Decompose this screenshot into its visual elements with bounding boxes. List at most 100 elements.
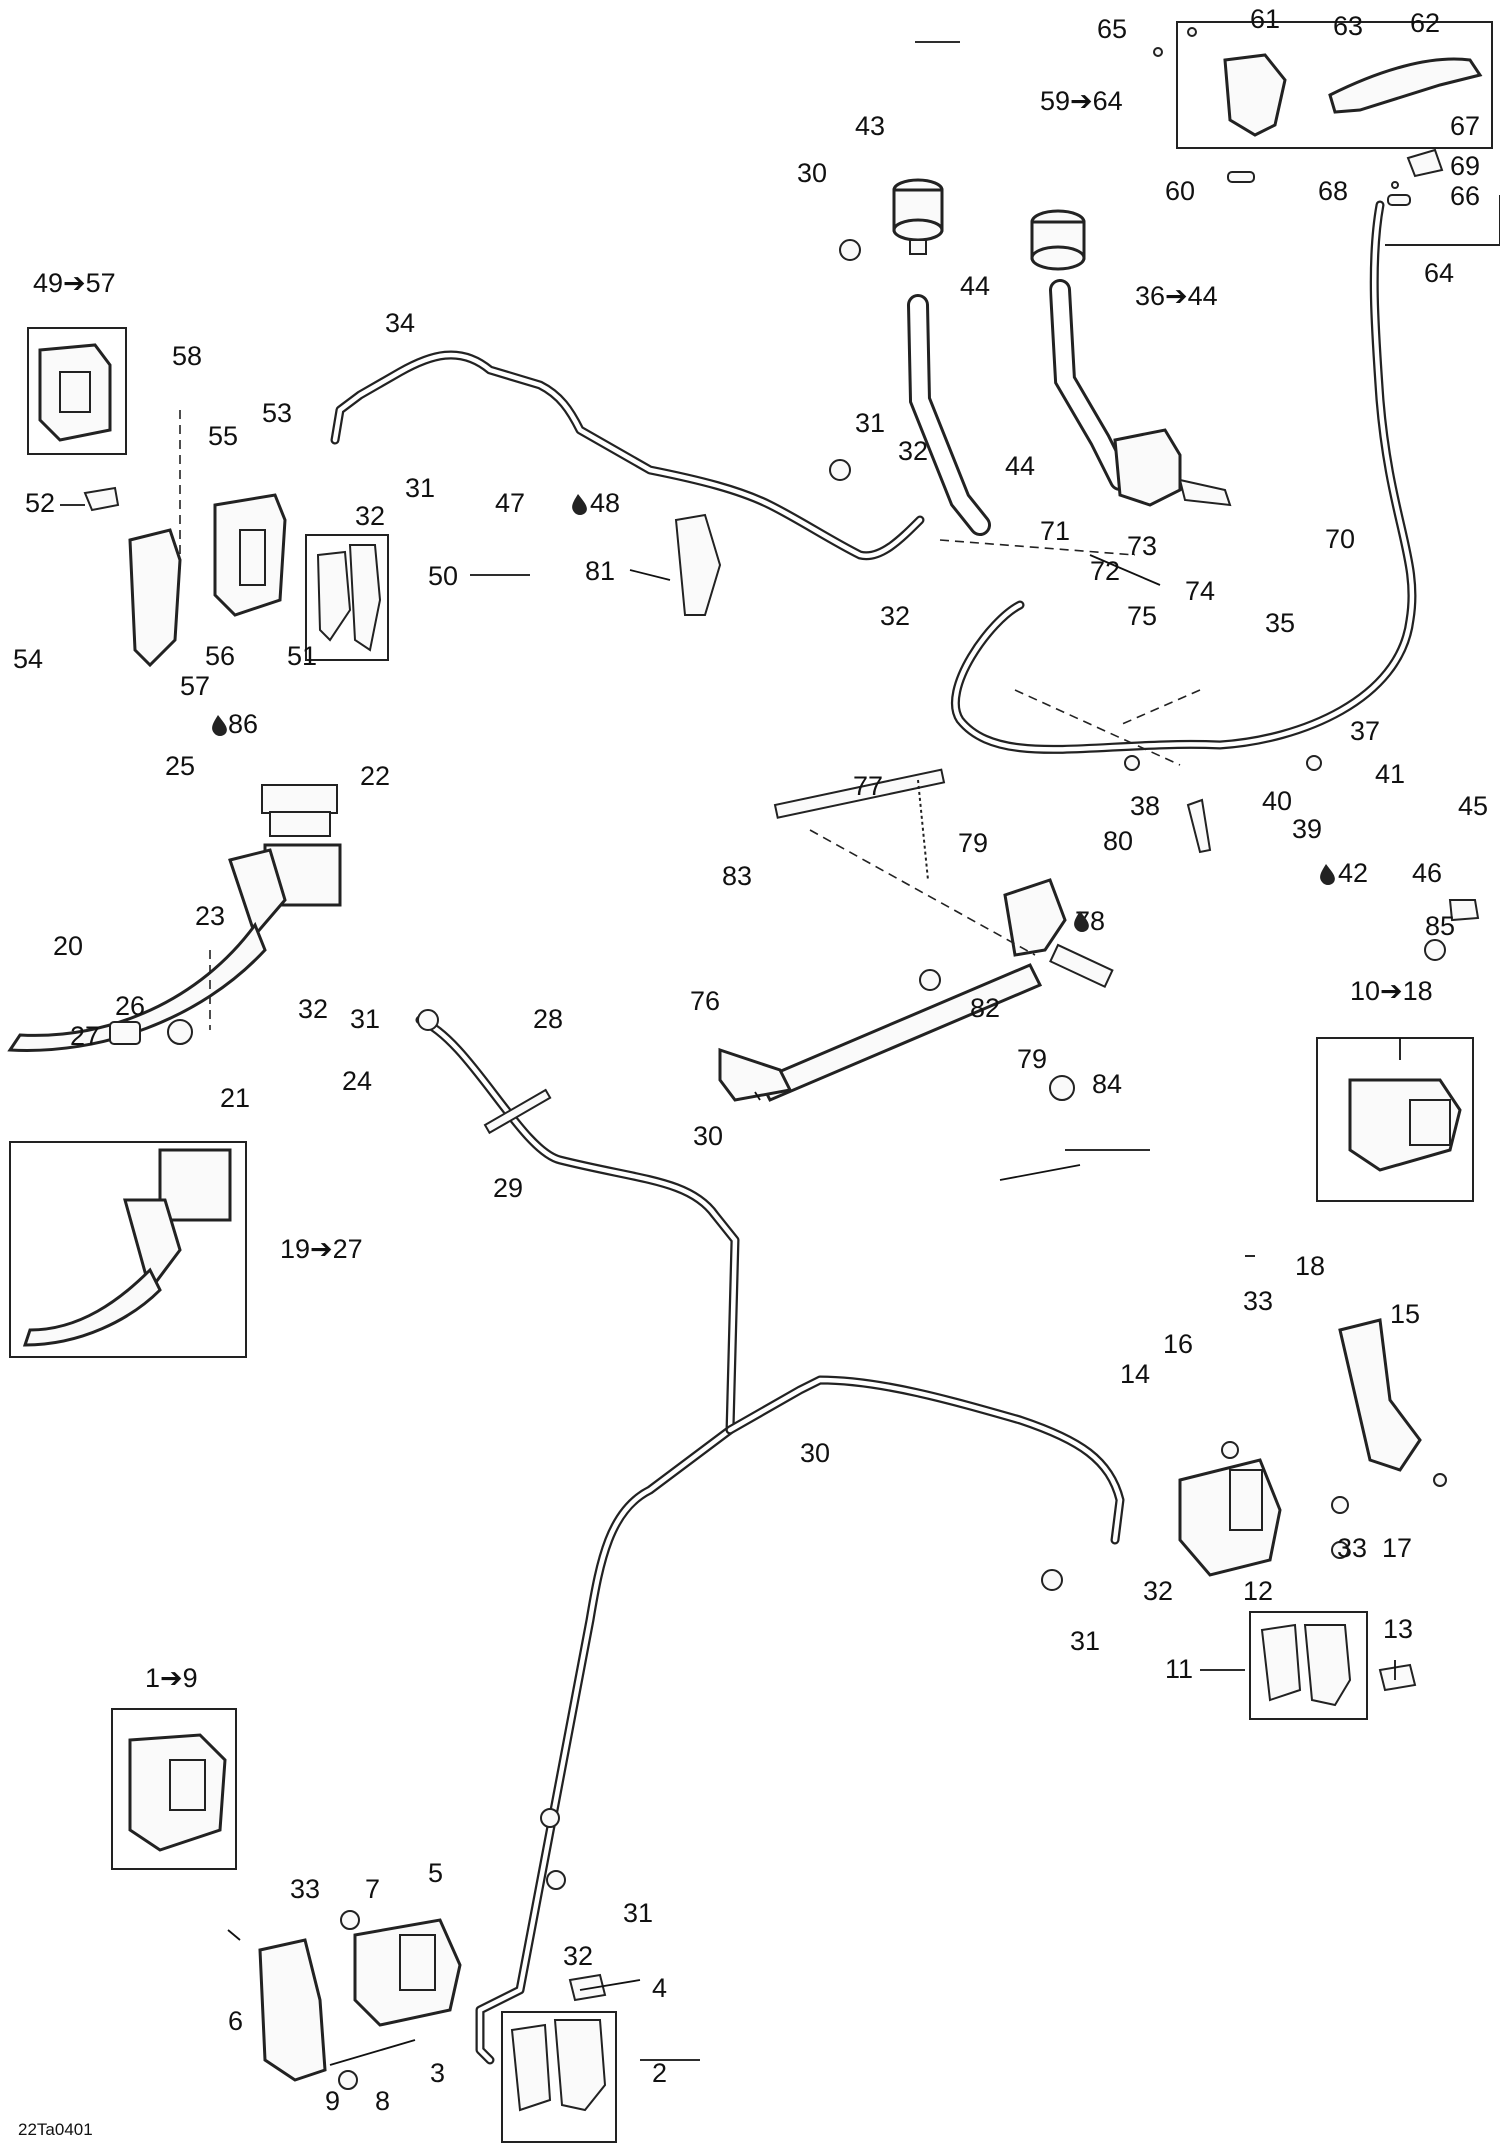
callout-31b: 31 bbox=[405, 473, 435, 503]
callout-52: 52 bbox=[25, 488, 55, 518]
callout-24: 24 bbox=[342, 1066, 372, 1096]
callout-46: 46 bbox=[1412, 858, 1442, 888]
callout-69: 69 bbox=[1450, 151, 1480, 181]
callout-8: 8 bbox=[375, 2086, 390, 2116]
lever-assembly-box bbox=[1153, 21, 1493, 149]
callout-14: 14 bbox=[1120, 1359, 1150, 1389]
lever-small-parts bbox=[1227, 148, 1444, 206]
alignment-lines bbox=[209, 539, 1201, 1030]
callout-40: 40 bbox=[1262, 786, 1292, 816]
callout-62: 62 bbox=[1410, 8, 1440, 38]
thumbnail-box-1-9 bbox=[111, 1708, 237, 1870]
rear-right-caliper bbox=[1178, 1318, 1422, 1577]
callout-82: 82 bbox=[970, 993, 1000, 1023]
callout-16: 16 bbox=[1163, 1329, 1193, 1359]
callout-49-57: 49➔57 bbox=[33, 268, 116, 298]
callout-39: 39 bbox=[1292, 814, 1322, 844]
callout-27: 27 bbox=[70, 1021, 100, 1051]
callout-31c: 31 bbox=[350, 1004, 380, 1034]
pads-box-2 bbox=[501, 2011, 617, 2143]
small-parts bbox=[83, 239, 1480, 2090]
callout-79b: 79 bbox=[1017, 1044, 1047, 1074]
thumbnail-box-49-57 bbox=[27, 327, 127, 455]
callout-50: 50 bbox=[428, 561, 458, 591]
callout-33a: 33 bbox=[1243, 1286, 1273, 1316]
callout-67: 67 bbox=[1450, 111, 1480, 141]
callout-20: 20 bbox=[53, 931, 83, 961]
callout-59-64: 59➔64 bbox=[1040, 86, 1123, 116]
callout-63: 63 bbox=[1333, 11, 1363, 41]
callout-22: 22 bbox=[360, 761, 390, 791]
callout-47: 47 bbox=[495, 488, 525, 518]
callout-51: 51 bbox=[287, 641, 317, 671]
callout-84: 84 bbox=[1092, 1069, 1122, 1099]
callout-77: 77 bbox=[853, 771, 883, 801]
pads-box-11 bbox=[1249, 1611, 1368, 1720]
callout-64: 64 bbox=[1424, 258, 1454, 288]
brake-line-28 bbox=[415, 1015, 740, 2065]
callout-72: 72 bbox=[1090, 556, 1120, 586]
callout-42: 42 bbox=[1338, 858, 1368, 888]
callout-18: 18 bbox=[1295, 1251, 1325, 1281]
callout-12: 12 bbox=[1243, 1576, 1273, 1606]
master-cylinder-36 bbox=[1113, 428, 1232, 507]
callout-34: 34 bbox=[385, 308, 415, 338]
reservoir-36 bbox=[1030, 209, 1086, 271]
callout-3: 3 bbox=[430, 2058, 445, 2088]
callout-26: 26 bbox=[115, 991, 145, 1021]
callout-17: 17 bbox=[1382, 1533, 1412, 1563]
callout-31e: 31 bbox=[623, 1898, 653, 1928]
callout-73: 73 bbox=[1127, 531, 1157, 561]
callout-33c: 33 bbox=[290, 1874, 320, 1904]
callout-56: 56 bbox=[205, 641, 235, 671]
oil-drop-icon bbox=[212, 494, 1335, 932]
callout-9: 9 bbox=[325, 2086, 340, 2116]
callout-76: 76 bbox=[690, 986, 720, 1016]
callout-19-27: 19➔27 bbox=[280, 1234, 363, 1264]
callout-80: 80 bbox=[1103, 826, 1133, 856]
front-left-caliper bbox=[128, 410, 287, 668]
callout-6: 6 bbox=[228, 2006, 243, 2036]
rear-left-caliper bbox=[258, 1918, 462, 2082]
brake-pedal bbox=[718, 768, 1114, 1102]
callout-86: 86 bbox=[228, 709, 258, 739]
callout-labels: 65 61 63 62 59➔64 67 69 68 66 60 64 43 3… bbox=[13, 4, 1488, 2139]
callout-68: 68 bbox=[1318, 176, 1348, 206]
callout-79a: 79 bbox=[958, 828, 988, 858]
callout-53: 53 bbox=[262, 398, 292, 428]
bracket-64 bbox=[1385, 195, 1500, 246]
callout-54: 54 bbox=[13, 644, 43, 674]
callout-58: 58 bbox=[172, 341, 202, 371]
callout-57: 57 bbox=[180, 671, 210, 701]
callout-36-44: 36➔44 bbox=[1135, 281, 1218, 311]
callout-43: 43 bbox=[855, 111, 885, 141]
callout-15: 15 bbox=[1390, 1299, 1420, 1329]
reservoir-43 bbox=[892, 178, 944, 255]
callout-32b: 32 bbox=[355, 501, 385, 531]
callout-48: 48 bbox=[590, 488, 620, 518]
callout-44a: 44 bbox=[960, 271, 990, 301]
callout-23: 23 bbox=[195, 901, 225, 931]
callout-1-9: 1➔9 bbox=[145, 1663, 198, 1693]
callout-32f: 32 bbox=[563, 1941, 593, 1971]
callout-30a: 30 bbox=[797, 158, 827, 188]
pads-box-50 bbox=[305, 534, 389, 661]
callout-35: 35 bbox=[1265, 608, 1295, 638]
callout-28: 28 bbox=[533, 1004, 563, 1034]
reference-code: 22Ta0401 bbox=[18, 2120, 93, 2139]
callout-32e: 32 bbox=[1143, 1576, 1173, 1606]
callout-32c: 32 bbox=[880, 601, 910, 631]
callout-44b: 44 bbox=[1005, 451, 1035, 481]
callout-61: 61 bbox=[1250, 4, 1280, 34]
callout-37: 37 bbox=[1350, 716, 1380, 746]
callout-66: 66 bbox=[1450, 181, 1480, 211]
thumbnail-box-19-27 bbox=[9, 1141, 247, 1358]
callout-13: 13 bbox=[1383, 1614, 1413, 1644]
callout-85: 85 bbox=[1425, 911, 1455, 941]
callout-33b: 33 bbox=[1337, 1533, 1367, 1563]
callout-65: 65 bbox=[1097, 14, 1127, 44]
callout-60: 60 bbox=[1165, 176, 1195, 206]
callout-81: 81 bbox=[585, 556, 615, 586]
callout-75: 75 bbox=[1127, 601, 1157, 631]
